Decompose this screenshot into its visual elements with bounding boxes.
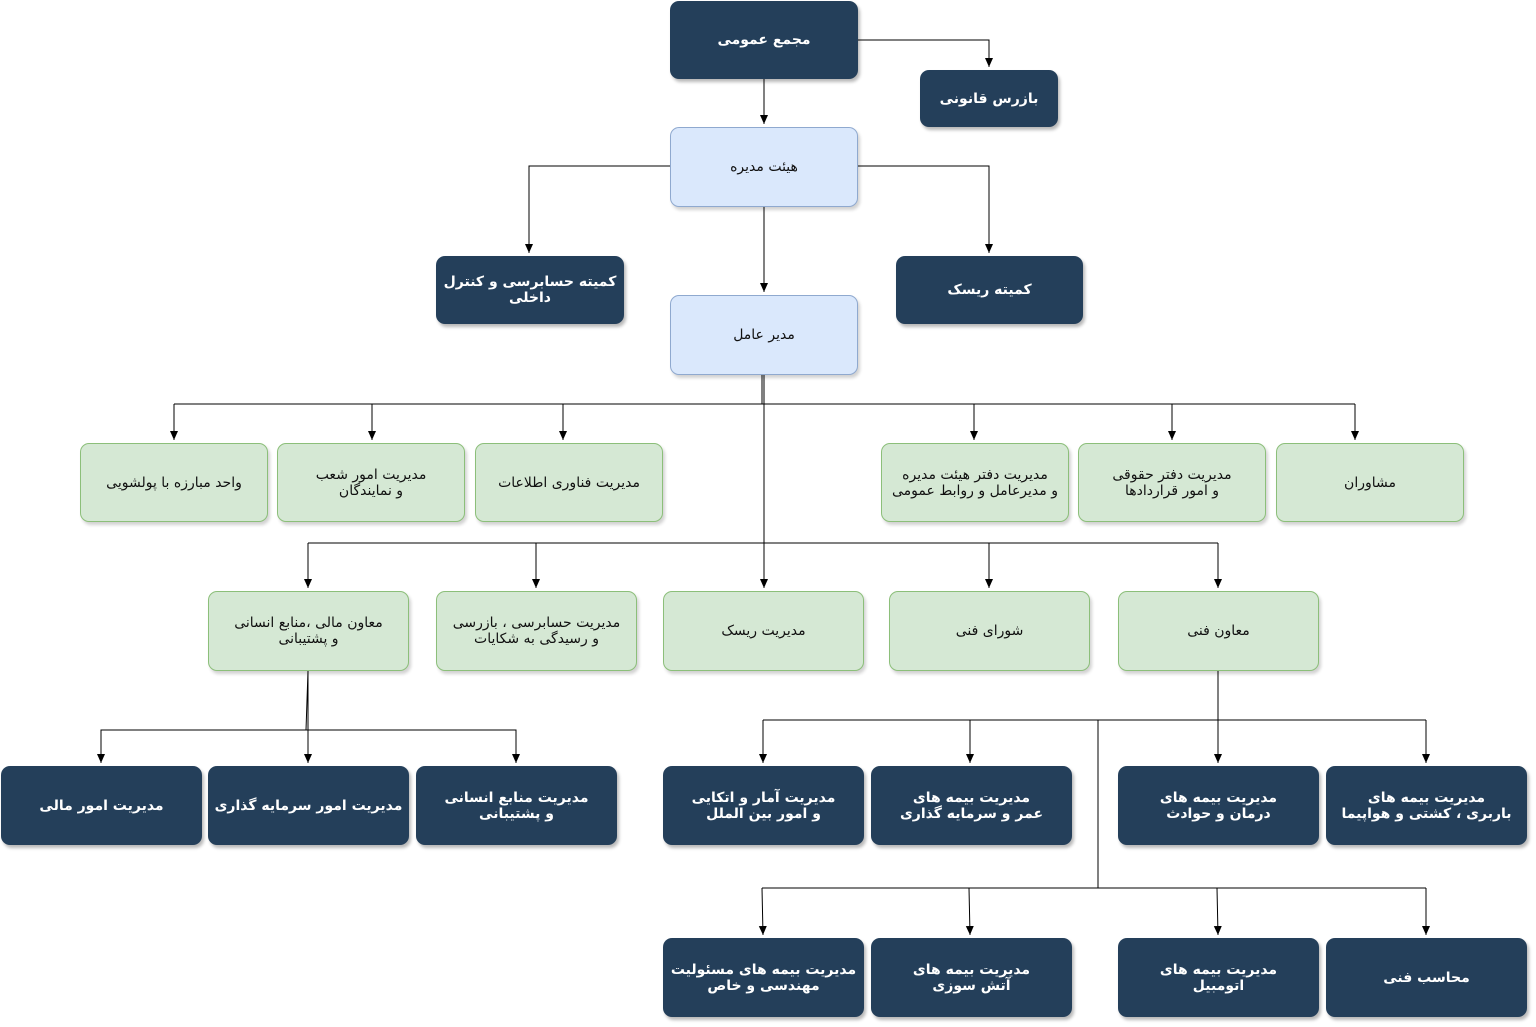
node-label: و پشتیبانی [479, 805, 554, 822]
node-label: مدیریت فناوری اطلاعات [498, 474, 640, 491]
node-label: مدیریت امور شعب [315, 466, 427, 483]
technical-deputy-node[interactable]: معاون فنی [1118, 591, 1319, 671]
cargo-insurance-node[interactable]: مدیریت بیمه های باربری ، کشتی و هواپیما [1326, 766, 1527, 845]
it-management-node[interactable]: مدیریت فناوری اطلاعات [475, 443, 663, 522]
node-label: مدیریت بیمه های [912, 961, 1031, 978]
node-label: و پشتیبانی [278, 631, 339, 647]
liability-insurance-node[interactable]: مدیریت بیمه های مسئولیت مهندسی و خاص [663, 938, 864, 1017]
finance-management-node[interactable]: مدیریت امور مالی [1, 766, 202, 845]
node-label: مدیریت بیمه های [1367, 789, 1486, 806]
fire-insurance-node[interactable]: مدیریت بیمه های آتش سوزی [871, 938, 1072, 1017]
node-label: مدیریت بیمه های [1159, 961, 1278, 978]
node-label: شورای فنی [955, 623, 1024, 639]
node-label: مدیریت منابع انسانی [444, 789, 589, 806]
node-label: آتش سوزی [932, 977, 1011, 994]
legal-inspector-node[interactable]: بازرس قانونی [920, 70, 1058, 127]
node-label: مهندسی و خاص [707, 977, 820, 994]
node-label: و رسیدگی به شکایات [474, 631, 599, 647]
audit-management-node[interactable]: مدیریت حسابرسی ، بازرسی و رسیدگی به شکای… [436, 591, 637, 671]
aml-unit-node[interactable]: واحد مبارزه با پولشویی [80, 443, 268, 522]
health-insurance-node[interactable]: مدیریت بیمه های درمان و حوادث [1118, 766, 1319, 845]
node-label: معاون فنی [1187, 623, 1250, 639]
node-label: محاسب فنی [1383, 969, 1470, 986]
investment-management-node[interactable]: مدیریت امور سرمایه گذاری [208, 766, 409, 845]
node-label: مدیریت دفتر هیئت مدیره [902, 466, 1048, 483]
board-office-node[interactable]: مدیریت دفتر هیئت مدیره و مدیرعامل و رواب… [881, 443, 1069, 522]
node-label: واحد مبارزه با پولشویی [106, 474, 242, 491]
node-label: کمیته ریسک [947, 282, 1032, 298]
finance-deputy-node[interactable]: معاون مالی ،منابع انسانی و پشتیبانی [208, 591, 409, 671]
node-label: داخلی [509, 290, 551, 306]
general-assembly-node[interactable]: مجمع عمومی [670, 1, 858, 79]
ceo-node[interactable]: مدیر عامل [670, 295, 858, 375]
board-of-directors-node[interactable]: هیئت مدیره [670, 127, 858, 207]
node-label: مدیر عامل [733, 327, 795, 343]
hr-management-node[interactable]: مدیریت منابع انسانی و پشتیبانی [416, 766, 617, 845]
audit-committee-node[interactable]: کمیته حسابرسی و کنترل داخلی [436, 256, 624, 324]
node-label: و نمایندگان [338, 482, 404, 499]
node-label: مدیریت بیمه های مسئولیت [670, 961, 857, 978]
node-label: مدیریت دفتر حقوقی [1112, 466, 1232, 483]
statistics-reinsurance-node[interactable]: مدیریت آمار و اتکایی و امور بین الملل [663, 766, 864, 845]
node-label: درمان و حوادث [1166, 805, 1271, 822]
auto-insurance-node[interactable]: مدیریت بیمه های اتومبیل [1118, 938, 1319, 1017]
advisors-node[interactable]: مشاوران [1276, 443, 1464, 522]
node-label: مدیریت ریسک [721, 623, 806, 639]
node-label: عمر و سرمایه گذاری [899, 805, 1044, 822]
node-label: و مدیرعامل و روابط عمومی [892, 482, 1058, 499]
node-label: مدیریت بیمه های [912, 789, 1031, 806]
node-label: معاون مالی ،منابع انسانی [234, 615, 383, 631]
node-label: بازرس قانونی [939, 90, 1039, 107]
risk-management-node[interactable]: مدیریت ریسک [663, 591, 864, 671]
node-label: مدیریت امور مالی [39, 797, 164, 814]
node-label: مجمع عمومی [717, 32, 811, 48]
node-label: باربری ، کشتی و هواپیما [1341, 805, 1512, 822]
node-label: مدیریت بیمه های [1159, 789, 1278, 806]
node-label: اتومبیل [1192, 977, 1245, 994]
technical-council-node[interactable]: شورای فنی [889, 591, 1090, 671]
life-insurance-node[interactable]: مدیریت بیمه های عمر و سرمایه گذاری [871, 766, 1072, 845]
legal-office-node[interactable]: مدیریت دفتر حقوقی و امور قراردادها [1078, 443, 1266, 522]
node-label: و امور بین الملل [706, 805, 821, 822]
branches-management-node[interactable]: مدیریت امور شعب و نمایندگان [277, 443, 465, 522]
node-label: و امور قراردادها [1124, 482, 1220, 499]
technical-accountant-node[interactable]: محاسب فنی [1326, 938, 1527, 1017]
node-label: مشاوران [1344, 474, 1396, 491]
node-label: مدیریت امور سرمایه گذاری [214, 797, 403, 814]
risk-committee-node[interactable]: کمیته ریسک [896, 256, 1083, 324]
node-label: مدیریت حسابرسی ، بازرسی [452, 615, 621, 631]
node-label: مدیریت آمار و اتکایی [691, 789, 836, 806]
node-label: هیئت مدیره [730, 159, 798, 175]
node-label: کمیته حسابرسی و کنترل [443, 274, 617, 290]
